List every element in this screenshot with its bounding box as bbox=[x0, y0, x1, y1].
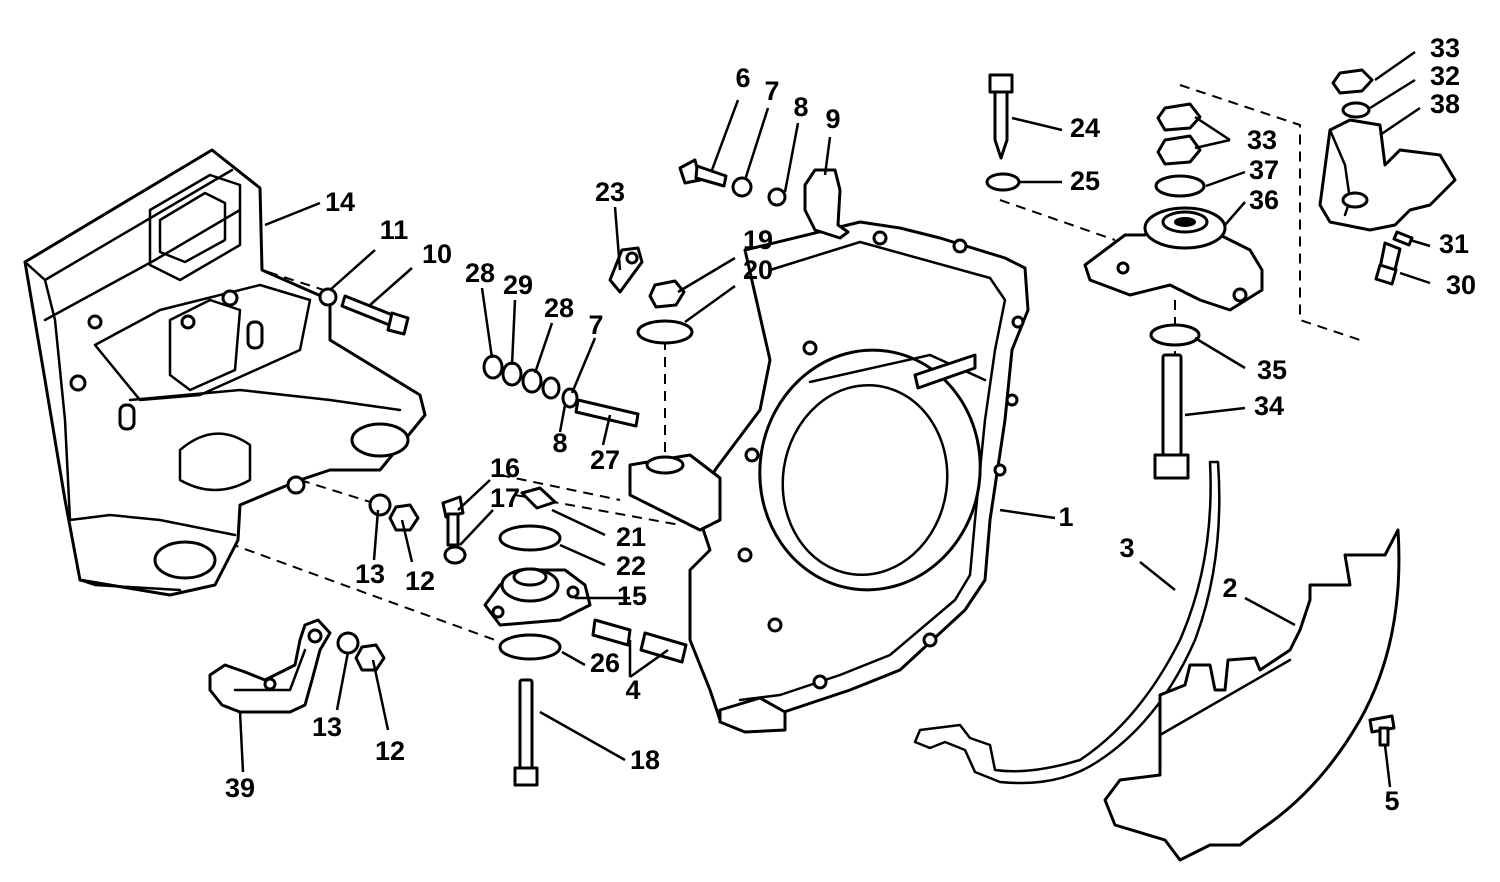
callout-15: 15 bbox=[617, 581, 647, 611]
callout-6: 6 bbox=[735, 63, 750, 93]
callout-9: 9 bbox=[825, 104, 840, 134]
callout-14: 14 bbox=[325, 187, 355, 217]
callout-28-left: 28 bbox=[465, 258, 495, 288]
callout-25: 25 bbox=[1070, 166, 1100, 196]
cover-plate bbox=[1103, 528, 1401, 862]
callout-38: 38 bbox=[1430, 89, 1460, 119]
callout-2: 2 bbox=[1222, 573, 1237, 603]
lower-mount bbox=[483, 567, 592, 627]
callout-19: 19 bbox=[743, 225, 773, 255]
callout-12-lower: 12 bbox=[375, 736, 405, 766]
callout-8-middle: 8 bbox=[552, 428, 567, 458]
callout-16: 16 bbox=[490, 453, 520, 483]
callout-7-middle: 7 bbox=[588, 310, 603, 340]
upper-mount bbox=[1083, 206, 1264, 312]
callout-32: 32 bbox=[1430, 61, 1460, 91]
callout-4: 4 bbox=[625, 675, 640, 705]
callout-10: 10 bbox=[422, 239, 452, 269]
callout-33-top: 33 bbox=[1430, 33, 1460, 63]
callout-29: 29 bbox=[503, 270, 533, 300]
callout-39: 39 bbox=[225, 773, 255, 803]
callout-21: 21 bbox=[616, 522, 646, 552]
callout-27: 27 bbox=[590, 445, 620, 475]
leader-lines bbox=[238, 50, 1431, 788]
callout-18: 18 bbox=[630, 745, 660, 775]
bolts bbox=[340, 73, 1414, 787]
gasket bbox=[913, 460, 1221, 785]
callout-20: 20 bbox=[743, 255, 773, 285]
callout-22: 22 bbox=[616, 551, 646, 581]
callout-36: 36 bbox=[1249, 185, 1279, 215]
callout-28-right: 28 bbox=[544, 293, 574, 323]
callout-31: 31 bbox=[1439, 229, 1469, 259]
callout-33-middle: 33 bbox=[1247, 125, 1277, 155]
callout-labels: 1 2 3 4 5 6 7 7 8 8 9 10 11 12 12 13 13 … bbox=[225, 33, 1476, 816]
bracket-39 bbox=[208, 618, 332, 714]
callout-8-top: 8 bbox=[793, 92, 808, 122]
callout-1: 1 bbox=[1058, 502, 1073, 532]
nuts-washers bbox=[318, 68, 1374, 672]
adapter-housing bbox=[23, 148, 427, 597]
callout-13-upper: 13 bbox=[355, 559, 385, 589]
bracket bbox=[1318, 118, 1457, 232]
callout-30: 30 bbox=[1446, 270, 1476, 300]
callout-37: 37 bbox=[1249, 155, 1279, 185]
callout-23: 23 bbox=[595, 177, 625, 207]
callout-12-upper: 12 bbox=[405, 566, 435, 596]
callout-11: 11 bbox=[380, 215, 409, 245]
callout-26: 26 bbox=[590, 648, 620, 678]
flywheel-housing bbox=[628, 220, 1030, 734]
callout-17: 17 bbox=[490, 483, 520, 513]
callout-34: 34 bbox=[1254, 391, 1284, 421]
callout-13-lower: 13 bbox=[312, 712, 342, 742]
callout-3: 3 bbox=[1119, 533, 1134, 563]
callout-35: 35 bbox=[1257, 355, 1287, 385]
callout-7-top: 7 bbox=[764, 76, 779, 106]
callout-5: 5 bbox=[1384, 786, 1399, 816]
callout-24: 24 bbox=[1070, 113, 1100, 143]
